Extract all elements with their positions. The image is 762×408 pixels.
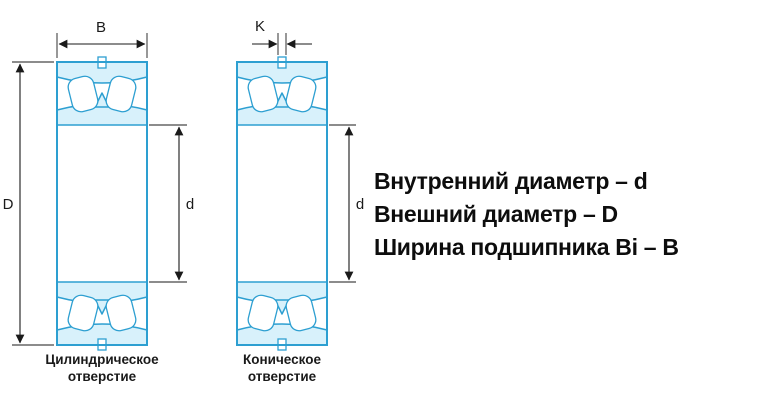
bearing-bottom-assembly bbox=[236, 281, 328, 351]
bearing-top-assembly bbox=[236, 56, 328, 126]
dimension-d-left: d bbox=[149, 124, 194, 283]
dim-label-K: K bbox=[255, 18, 265, 35]
bearing-top-assembly bbox=[56, 56, 148, 126]
legend-line-width: Ширина подшипника Bi – B bbox=[374, 234, 679, 260]
dim-label-d-left: d bbox=[186, 196, 194, 213]
bearing-outline bbox=[236, 61, 328, 346]
dimension-K: K bbox=[252, 18, 312, 55]
dim-label-d-right: d bbox=[356, 196, 364, 213]
dimension-D: D bbox=[3, 61, 54, 346]
legend-line-outer-diameter: Внешний диаметр – D bbox=[374, 201, 618, 227]
caption-tapered-bore: Коническое отверстие bbox=[202, 351, 362, 385]
dim-label-D: D bbox=[3, 196, 14, 213]
caption-line: Коническое bbox=[243, 352, 321, 367]
bearing-cylindrical-bore bbox=[56, 56, 148, 351]
legend-text: Внутренний диаметр – d Внешний диаметр –… bbox=[374, 165, 760, 264]
caption-line: отверстие bbox=[247, 369, 317, 384]
bearing-outline bbox=[56, 61, 148, 346]
caption-line: отверстие bbox=[67, 369, 137, 384]
caption-cylindrical-bore: Цилиндрическое отверстие bbox=[22, 351, 182, 385]
legend-line-inner-diameter: Внутренний диаметр – d bbox=[374, 168, 648, 194]
dim-label-B: B bbox=[96, 19, 106, 36]
dimension-d-right: d bbox=[329, 124, 364, 283]
bearing-tapered-bore bbox=[236, 56, 328, 351]
bearing-bottom-assembly bbox=[56, 281, 148, 351]
dimension-B: B bbox=[56, 19, 148, 58]
caption-line: Цилиндрическое bbox=[45, 352, 159, 367]
